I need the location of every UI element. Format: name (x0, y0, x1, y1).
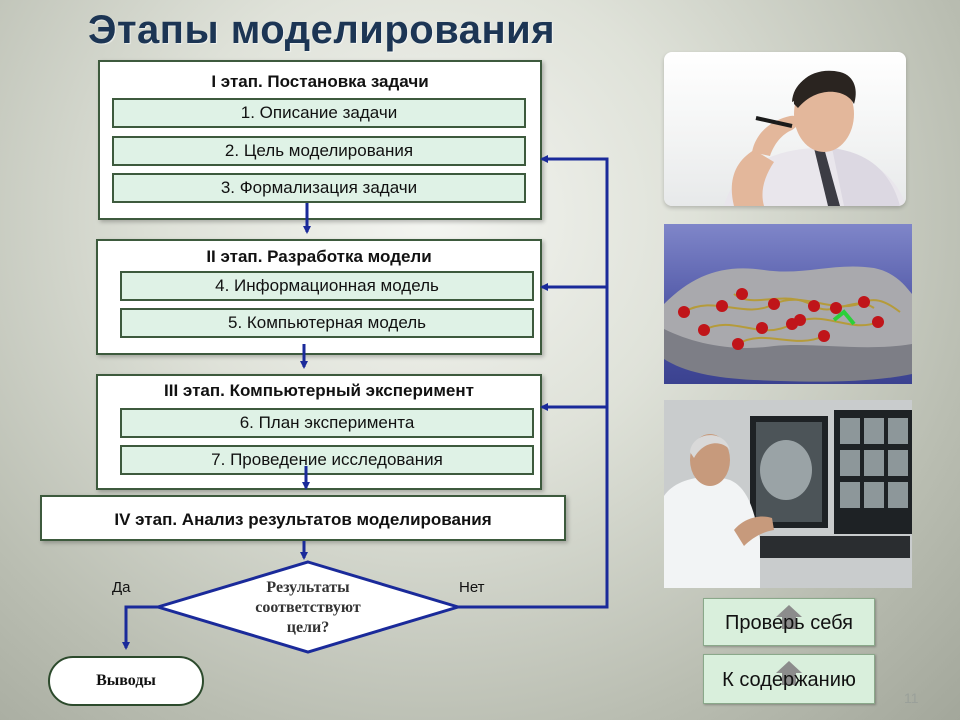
stage-3-box: III этап. Компьютерный эксперимент 6. Пл… (96, 374, 542, 490)
decision-line-3: цели? (286, 619, 330, 636)
thinking-man-photo (664, 52, 906, 206)
stage-1-title: I этап. Постановка задачи (211, 72, 429, 91)
stage-3-title: III этап. Компьютерный эксперимент (164, 381, 474, 400)
yes-label: Да (112, 579, 131, 596)
yes-line (122, 605, 158, 650)
stage-2-title: II этап. Разработка модели (206, 247, 432, 266)
stage-4-box[interactable]: IV этап. Анализ результатов моделировани… (40, 495, 566, 541)
molecular-model-image (664, 224, 912, 384)
researcher-at-monitors-photo (664, 400, 912, 588)
check-yourself-button[interactable]: Проверь себя (703, 598, 875, 646)
step-5[interactable]: 5. Компьютерная модель (120, 308, 534, 338)
decision-diamond (152, 560, 464, 654)
home-arrow-icon (776, 605, 802, 629)
stage-1-box: I этап. Постановка задачи 1. Описание за… (98, 60, 542, 220)
step-1[interactable]: 1. Описание задачи (112, 98, 526, 128)
decision-line-2: соответствуют (255, 599, 361, 616)
decision-line-1: Результаты (266, 579, 350, 596)
feedback-line (458, 157, 609, 609)
page-number: 11 (904, 690, 919, 706)
home-arrow-icon (776, 661, 802, 685)
decision-text: Результаты соответствуют цели? (228, 578, 388, 638)
check-yourself-label: Проверь себя (725, 612, 853, 634)
step-7[interactable]: 7. Проведение исследования (120, 445, 534, 475)
step-6[interactable]: 6. План эксперимента (120, 408, 534, 438)
no-label: Нет (459, 579, 485, 596)
contents-button[interactable]: К содержанию (703, 654, 875, 704)
page-title: Этапы моделирования (88, 8, 556, 52)
step-4[interactable]: 4. Информационная модель (120, 271, 534, 301)
contents-label: К содержанию (722, 669, 856, 691)
stage-2-box: II этап. Разработка модели 4. Информацио… (96, 239, 542, 355)
step-3[interactable]: 3. Формализация задачи (112, 173, 526, 203)
conclusions-terminal[interactable]: Выводы (48, 656, 204, 706)
step-2[interactable]: 2. Цель моделирования (112, 136, 526, 166)
